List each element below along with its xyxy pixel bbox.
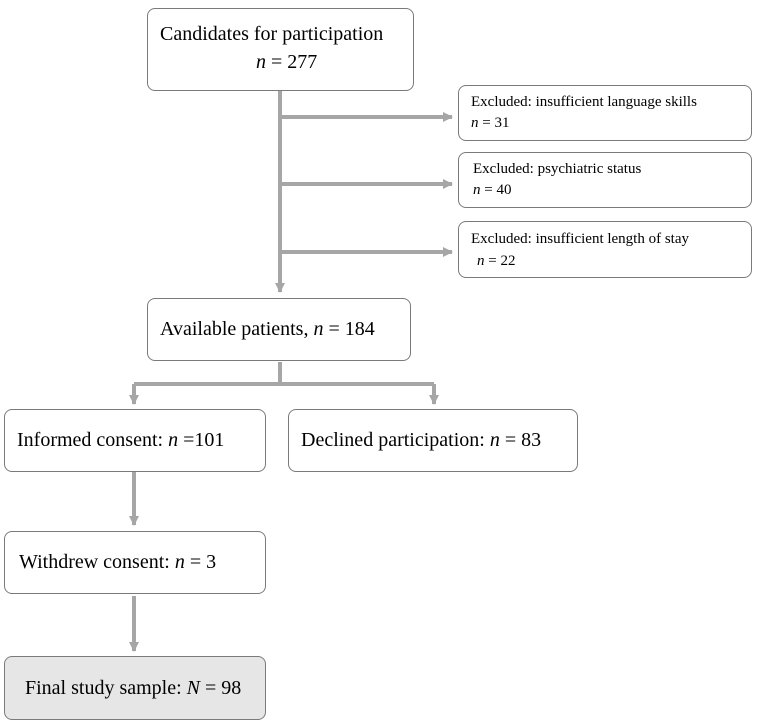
excluded-stay-label: Excluded: insufficient length of stay [471, 231, 690, 247]
final-sample-label: Final study sample: N = 98 [25, 677, 242, 699]
candidates-count: n = 277 [256, 51, 318, 73]
informed-consent-box: Informed consent: n =101 [4, 409, 266, 472]
excluded-language-count: n = 31 [471, 115, 510, 131]
excluded-psych-label: Excluded: psychiatric status [473, 161, 642, 177]
candidates-label: Candidates for participation [160, 23, 384, 45]
excluded-psych-box: Excluded: psychiatric status n = 40 [458, 152, 752, 208]
excluded-stay-box: Excluded: insufficient length of stay n … [458, 221, 752, 278]
final-sample-box: Final study sample: N = 98 [4, 656, 266, 720]
withdrew-box: Withdrew consent: n = 3 [4, 531, 266, 594]
declined-box: Declined participation: n = 83 [288, 409, 578, 472]
excluded-language-label: Excluded: insufficient language skills [471, 94, 697, 110]
withdrew-label: Withdrew consent: n = 3 [19, 551, 217, 573]
excluded-stay-count: n = 22 [477, 253, 516, 269]
informed-consent-label: Informed consent: n =101 [17, 429, 225, 451]
excluded-language-box: Excluded: insufficient language skills n… [458, 85, 752, 141]
excluded-psych-count: n = 40 [473, 182, 512, 198]
declined-label: Declined participation: n = 83 [301, 429, 542, 451]
available-box: Available patients, n = 184 [147, 298, 411, 361]
candidates-box: Candidates for participation n = 277 [147, 8, 414, 91]
available-label: Available patients, n = 184 [160, 318, 375, 340]
